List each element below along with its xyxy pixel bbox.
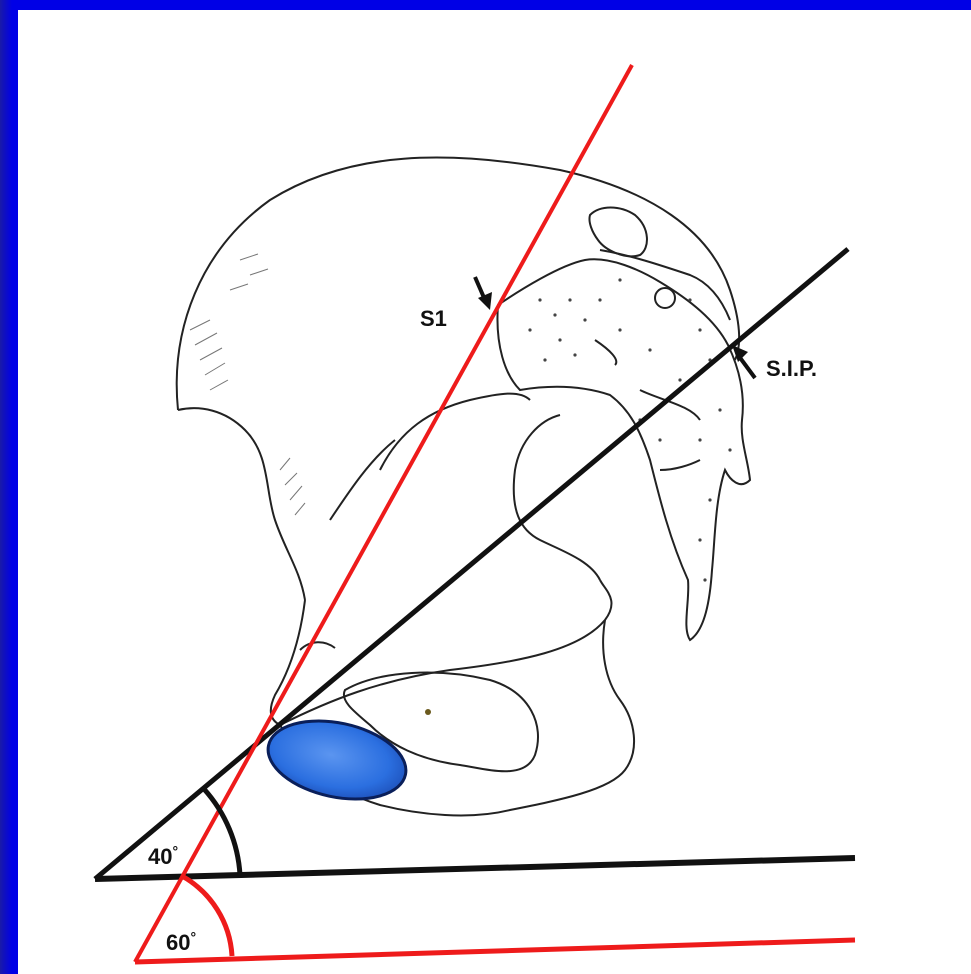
marker-dot: [425, 709, 431, 715]
acetabulum: [261, 709, 413, 810]
black-sip-line: [95, 249, 848, 879]
angle-40-degree: °: [172, 843, 178, 859]
black-baseline: [95, 858, 855, 879]
label-sip: S.I.P.: [766, 356, 817, 381]
red-baseline: [135, 940, 855, 962]
angle-60-value: 60: [166, 930, 190, 955]
arrow-down-icon: [475, 277, 492, 310]
label-angle-60: 60°: [166, 929, 196, 955]
angle-40-value: 40: [148, 844, 172, 869]
red-s1-line: [135, 65, 632, 962]
label-angle-40: 40°: [148, 843, 178, 869]
sacrum: [497, 208, 750, 641]
label-s1: S1: [420, 306, 447, 331]
angle-60-degree: °: [190, 929, 196, 945]
iliac-shading: [190, 254, 305, 515]
